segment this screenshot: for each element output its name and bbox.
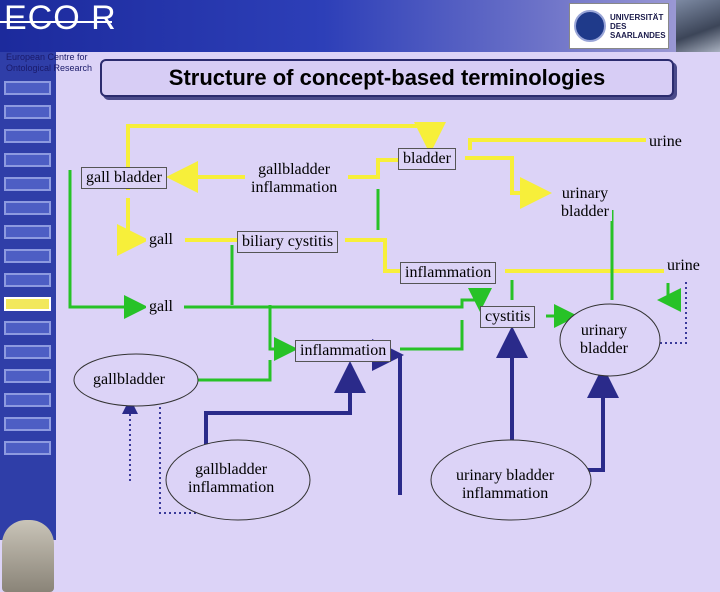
node-biliary-cystitis: biliary cystitis bbox=[237, 231, 339, 253]
node-line: urinary bladder bbox=[456, 467, 555, 484]
node-line: bladder bbox=[580, 340, 628, 357]
yellow-link bbox=[465, 156, 552, 209]
yellow-link bbox=[345, 238, 400, 273]
nav-button[interactable] bbox=[4, 441, 51, 455]
node-gall-low: gall bbox=[146, 298, 176, 316]
concept-diagram bbox=[68, 122, 687, 521]
university-name: UNIVERSITÄT DES SAARLANDES bbox=[610, 13, 666, 40]
university-line2: DES bbox=[610, 21, 627, 31]
node-gallbladder-low: gallbladder bbox=[93, 371, 165, 388]
node-inflammation-mid: inflammation bbox=[400, 262, 497, 284]
nav-button[interactable] bbox=[4, 225, 51, 239]
green-link bbox=[657, 283, 681, 312]
node-line: urinary bbox=[580, 322, 628, 339]
node-line: gallbladder bbox=[258, 161, 331, 178]
green-link bbox=[68, 170, 148, 319]
node-bladder-top: bladder bbox=[398, 148, 456, 170]
yellow-link bbox=[348, 158, 398, 179]
gallbladder-oval bbox=[73, 353, 199, 407]
nav-button[interactable] bbox=[4, 81, 51, 95]
navy-link bbox=[204, 361, 366, 453]
header-banner: ECO R UNIVERSITÄT DES SAARLANDES bbox=[0, 0, 720, 52]
nav-button[interactable] bbox=[4, 393, 51, 407]
node-line: inflammation bbox=[188, 479, 275, 496]
university-logo: UNIVERSITÄT DES SAARLANDES bbox=[569, 3, 669, 49]
slide-title: Structure of concept-based terminologies bbox=[100, 59, 674, 97]
yellow-link bbox=[468, 138, 662, 150]
dotted-link bbox=[159, 380, 206, 514]
nav-button[interactable] bbox=[4, 153, 51, 167]
gallbladder-inflammation-oval bbox=[165, 439, 311, 521]
node-gallbladder-inflammation-top: gallbladder inflammation bbox=[248, 161, 341, 197]
university-seal-icon bbox=[574, 10, 606, 42]
green-link bbox=[184, 288, 492, 312]
node-gall-top: gall bbox=[146, 231, 176, 249]
nav-button[interactable] bbox=[4, 273, 51, 287]
node-line: gallbladder bbox=[195, 461, 268, 478]
nav-button[interactable] bbox=[4, 345, 51, 359]
institute-line2: Ontological Research bbox=[6, 63, 93, 73]
nav-button[interactable] bbox=[4, 105, 51, 119]
node-gall-bladder: gall bladder bbox=[81, 167, 167, 189]
slide-navigation-sidebar bbox=[0, 52, 56, 592]
node-gallbladder-inflammation-low: gallbladder inflammation bbox=[188, 461, 274, 497]
node-line: urinary bbox=[561, 185, 609, 202]
university-line3: SAARLANDES bbox=[610, 30, 666, 40]
nav-button[interactable] bbox=[4, 369, 51, 383]
nav-button[interactable] bbox=[4, 177, 51, 191]
nav-button[interactable] bbox=[4, 417, 51, 431]
green-link bbox=[268, 305, 298, 361]
logo-divider bbox=[0, 21, 112, 23]
institute-name: European Centre for Ontological Research bbox=[6, 52, 92, 74]
node-cystitis: cystitis bbox=[480, 306, 536, 328]
university-line1: UNIVERSITÄT bbox=[610, 12, 664, 22]
nav-button[interactable] bbox=[4, 249, 51, 263]
nav-button[interactable] bbox=[4, 201, 51, 215]
node-line: inflammation bbox=[251, 179, 338, 196]
ecor-logo: ECO R bbox=[4, 0, 117, 37]
building-photo bbox=[676, 0, 720, 52]
node-inflammation-low: inflammation bbox=[295, 340, 392, 362]
yellow-link bbox=[126, 122, 446, 190]
node-urinary-bladder-inflammation: urinary bladder inflammation bbox=[456, 467, 554, 503]
node-line: inflammation bbox=[461, 485, 549, 502]
dotted-link bbox=[660, 282, 687, 344]
nav-button[interactable] bbox=[4, 321, 51, 335]
yellow-link bbox=[117, 198, 149, 256]
green-link bbox=[400, 320, 464, 351]
node-line: bladder bbox=[561, 203, 609, 220]
nav-button[interactable] bbox=[4, 129, 51, 143]
node-urine-top: urine bbox=[646, 133, 685, 151]
urinary-bladder-oval bbox=[559, 303, 661, 377]
nav-button-active[interactable] bbox=[4, 297, 51, 311]
node-urinary-bladder-top: urinary bladder bbox=[558, 185, 612, 221]
node-urinary-bladder-low: urinary bladder bbox=[580, 322, 628, 358]
institute-line1: European Centre for bbox=[6, 52, 88, 62]
node-urine-mid: urine bbox=[664, 257, 703, 275]
urinary-bladder-inflammation-oval bbox=[430, 439, 592, 521]
